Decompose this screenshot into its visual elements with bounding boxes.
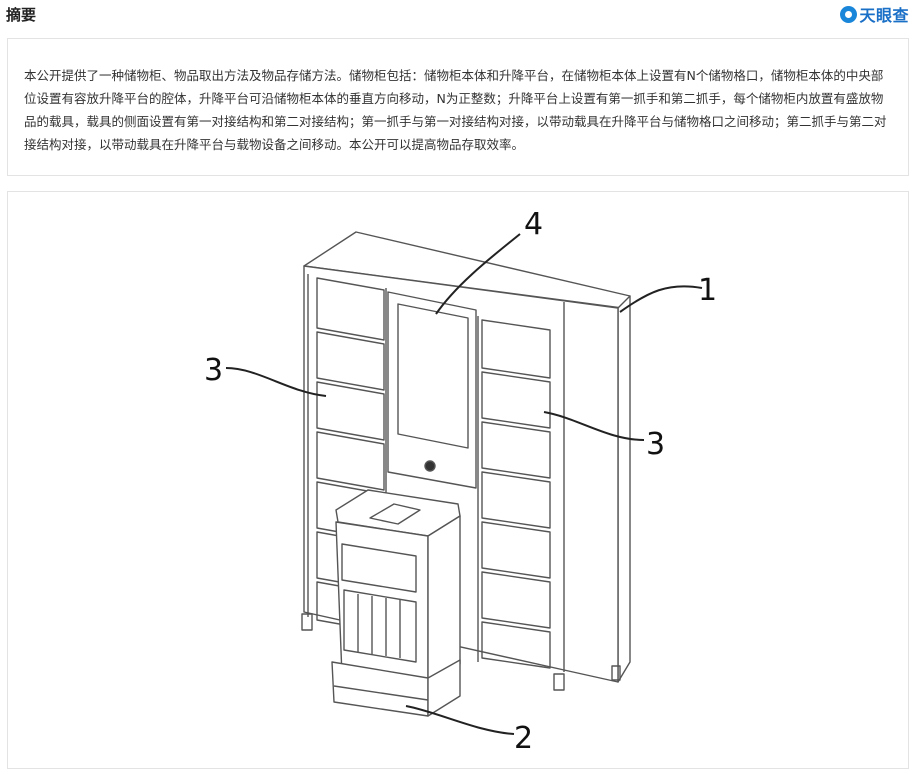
delivery-robot bbox=[331, 489, 461, 717]
reference-label-4: 4 bbox=[524, 207, 543, 242]
leader-line-3-left bbox=[225, 367, 327, 397]
camera-button bbox=[424, 460, 436, 472]
leader-line-4 bbox=[435, 233, 521, 315]
leader-line-2 bbox=[405, 705, 515, 735]
leader-line-3-right bbox=[543, 411, 645, 441]
cabinet-foot bbox=[553, 673, 565, 691]
abstract-panel: 本公开提供了一种储物柜、物品取出方法及物品存储方法。储物柜包括：储物柜本体和升降… bbox=[7, 38, 909, 176]
cabinet-foot bbox=[301, 613, 313, 631]
patent-drawing: 4 1 3 3 2 bbox=[204, 207, 717, 756]
abstract-heading: 摘要 bbox=[6, 6, 37, 24]
reference-label-3-right: 3 bbox=[646, 427, 665, 462]
reference-label-3-left: 3 bbox=[204, 353, 223, 388]
abstract-text: 本公开提供了一种储物柜、物品取出方法及物品存储方法。储物柜包括：储物柜本体和升降… bbox=[24, 68, 887, 152]
figure-panel: 4 1 3 3 2 bbox=[7, 191, 909, 769]
reference-label-2: 2 bbox=[514, 721, 533, 756]
screen-panel bbox=[387, 291, 477, 489]
cabinet-foot bbox=[611, 665, 621, 681]
reference-label-1: 1 bbox=[698, 273, 717, 308]
tianyancha-logo[interactable]: 天眼查 bbox=[840, 3, 909, 25]
logo-icon bbox=[840, 5, 858, 23]
cabinet-side bbox=[617, 295, 631, 683]
right-locker-column bbox=[477, 316, 551, 669]
header: 摘要 天眼查 bbox=[0, 0, 919, 30]
leader-line-1 bbox=[619, 285, 703, 313]
screen bbox=[397, 303, 469, 449]
logo-text: 天眼查 bbox=[859, 6, 909, 25]
